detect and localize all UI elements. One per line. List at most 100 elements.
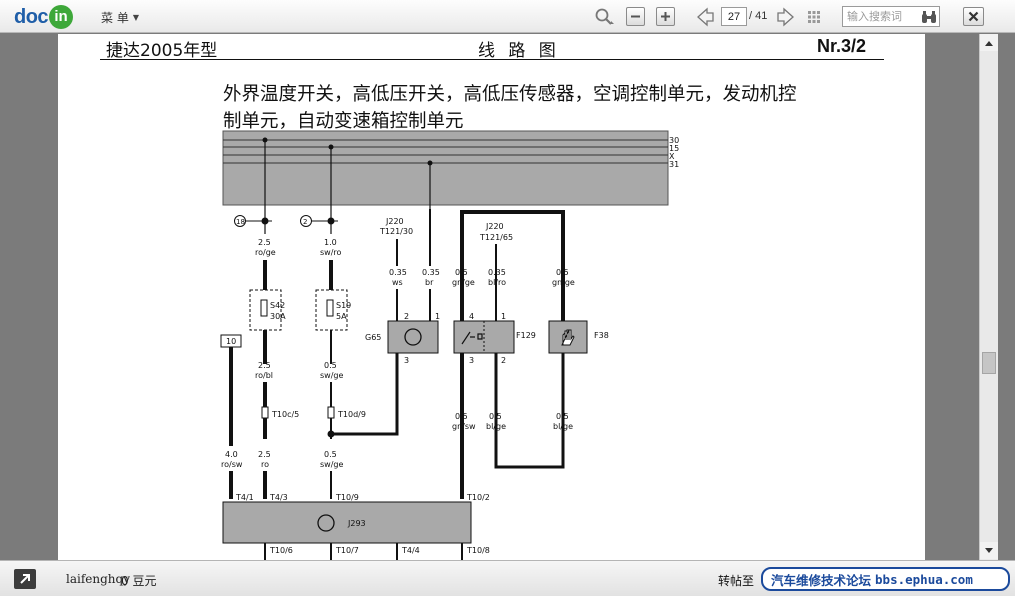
control-unit-j293 <box>222 501 472 544</box>
wire-label-0-35-ws: 0.35 <box>389 268 407 277</box>
f38-label: F38 <box>594 331 609 340</box>
f129-pin-3: 3 <box>469 356 474 365</box>
connection-box-10-label: 10 <box>226 337 236 346</box>
menu-dropdown[interactable]: 菜 单 ▼ <box>101 9 139 26</box>
connector-t108-label: T10/8 <box>466 546 490 555</box>
wire-label-gn-sw: gn/sw <box>452 422 476 431</box>
forum-watermark-banner: 汽车维修技术论坛 bbs.ephua.com <box>761 567 1010 591</box>
wire-label-ro: ro <box>261 460 269 469</box>
connector-t109-label: T10/9 <box>335 493 359 502</box>
scroll-thumb[interactable] <box>982 352 996 374</box>
wire-gn-ge-loop <box>460 210 565 321</box>
zoom-icon[interactable] <box>594 6 616 28</box>
f129-t121-65-label: T121/65 <box>479 233 513 242</box>
wire-label-gn-ge-1: gn/ge <box>452 278 475 287</box>
ground-node-2 <box>327 217 335 225</box>
wire-label-ws: ws <box>392 278 403 287</box>
wire-g65-to-junction <box>331 353 399 436</box>
connector-t102-label: T10/2 <box>466 493 490 502</box>
connector-t10d9-label: T10d/9 <box>337 410 366 419</box>
connector-t10c5-label: T10c/5 <box>271 410 299 419</box>
document-header: 捷达2005年型 线 路 图 Nr.3/2 <box>100 34 884 61</box>
wire-label-0-5a: 0.5 <box>324 361 337 370</box>
connector-t10c5 <box>261 406 269 419</box>
page-number-input[interactable] <box>721 7 747 26</box>
prev-page-button[interactable] <box>694 6 716 28</box>
close-button[interactable] <box>963 7 984 26</box>
zoom-in-button[interactable] <box>656 7 675 26</box>
chevron-down-icon: ▼ <box>132 13 139 22</box>
f129-label: F129 <box>516 331 536 340</box>
search-input[interactable] <box>842 6 940 27</box>
fuse-s19-label: S19 <box>336 301 351 310</box>
f129-pin-2: 2 <box>501 356 506 365</box>
scroll-down-button[interactable] <box>980 542 998 559</box>
logo-doc-text: doc <box>14 5 49 28</box>
bean-balance: 0 豆元 <box>121 574 157 588</box>
bus-label-30: 30 <box>669 136 679 145</box>
close-icon <box>968 11 979 22</box>
arrow-up-icon <box>985 40 993 46</box>
wire-label-sw-ge-1: sw/ge <box>320 371 343 380</box>
g65-t121-30-label: T121/30 <box>379 227 413 236</box>
ground-marker-2-label: 2 <box>303 218 307 226</box>
share-button[interactable] <box>14 569 36 589</box>
g65-pin-2: 2 <box>404 312 409 321</box>
wire-label-0-35-br: 0.35 <box>422 268 440 277</box>
menu-label: 菜 单 <box>101 11 129 25</box>
ground-marker-18 <box>234 215 246 227</box>
docin-logo[interactable]: doc in <box>14 4 74 30</box>
fuse-s42-element <box>260 299 268 317</box>
document-page: 捷达2005年型 线 路 图 Nr.3/2 外界温度开关，高低压开关，高低压传感… <box>58 34 925 560</box>
search-button[interactable] <box>918 6 940 28</box>
fuse-s42-rating: 30A <box>270 312 286 321</box>
bus-label-31: 31 <box>669 160 679 169</box>
banner-text: 汽车维修技术论坛 <box>771 572 872 588</box>
share-arrow-icon <box>20 574 30 584</box>
wire-label-ro-sw: ro/sw <box>221 460 243 469</box>
fuse-s19-rating: 5A <box>336 312 347 321</box>
connector-t106-label: T10/6 <box>269 546 293 555</box>
description-line-1: 外界温度开关，高低压开关，高低压传感器，空调控制单元，发动机控 <box>223 84 797 105</box>
wire-label-4-0: 4.0 <box>225 450 238 459</box>
top-toolbar: doc in 菜 单 ▼ / 41 <box>0 0 1015 33</box>
wire-label-2-5b: 2.5 <box>258 361 271 370</box>
ground-node-18 <box>261 217 269 225</box>
connector-t43-label: T4/3 <box>269 493 288 502</box>
bus-label-15: 15 <box>669 144 679 153</box>
wire-label-sw-ro: sw/ro <box>320 248 342 257</box>
wire-label-gn-ge-2: gn/ge <box>552 278 575 287</box>
scroll-up-button[interactable] <box>980 34 998 51</box>
username[interactable]: laifenghqy <box>66 572 130 586</box>
repost-link[interactable]: 转帖至 <box>718 574 755 588</box>
zoom-out-button[interactable] <box>626 7 645 26</box>
header-title: 线 路 图 <box>478 41 560 61</box>
grid-view-button[interactable] <box>803 6 825 28</box>
wire-label-0-5-blge2: 0.5 <box>556 412 569 421</box>
connector-t41-label: T4/1 <box>235 493 254 502</box>
next-page-button[interactable] <box>775 6 797 28</box>
wire-label-sw-ge-2: sw/ge <box>320 460 343 469</box>
binoculars-icon <box>922 11 936 23</box>
description-line-2: 制单元，自动变速箱控制单元 <box>223 111 464 132</box>
vertical-scrollbar[interactable] <box>979 34 998 560</box>
zoom-in-icon <box>661 12 670 21</box>
g65-j220-label: J220 <box>385 217 404 226</box>
wire-label-bl-ge-1: bl/ge <box>486 422 506 431</box>
f129-pin-4: 4 <box>469 312 474 321</box>
wire-label-0-5-gnge2: 0.5 <box>556 268 569 277</box>
wire-label-0-5-blge1: 0.5 <box>489 412 502 421</box>
wire-label-0-5-gnsw: 0.5 <box>455 412 468 421</box>
power-bus-block <box>222 130 669 206</box>
ground-marker-2 <box>300 215 312 227</box>
f38-hand-icon <box>561 329 575 346</box>
j293-icon <box>317 514 335 532</box>
f129-j220-label: J220 <box>485 222 504 231</box>
next-page-icon <box>777 7 794 27</box>
header-model: 捷达2005年型 <box>106 41 218 61</box>
wire-label-bl-ro: bl/ro <box>488 278 506 287</box>
diagram-description: 外界温度开关，高低压开关，高低压传感器，空调控制单元，发动机控 制单元，自动变速… <box>223 81 873 135</box>
connector-t44-label: T4/4 <box>401 546 420 555</box>
g65-pin-1: 1 <box>435 312 440 321</box>
connector-t107-label: T10/7 <box>335 546 359 555</box>
